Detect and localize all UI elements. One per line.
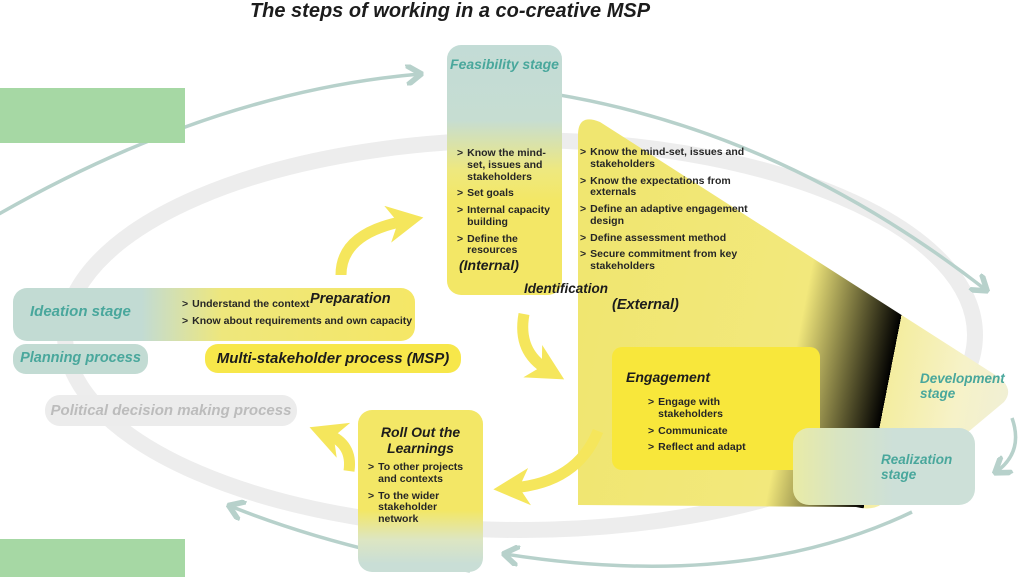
bullet-item: >To the wider stakeholder network <box>368 489 480 526</box>
bullet-item: >Define the resources <box>457 232 557 258</box>
msp-process-label: Multi-stakeholder process (MSP) <box>216 350 450 367</box>
ideation-stage-label: Ideation stage <box>30 303 131 320</box>
bullet-item: >Know about requirements and own capacit… <box>182 314 422 328</box>
bullet-marker: > <box>580 203 587 215</box>
bullet-marker: > <box>648 441 655 454</box>
ideation-preparation-strip: Ideation stage Preparation >Understand t… <box>13 288 415 341</box>
rollout-box: Roll Out the Learnings >To other project… <box>358 410 483 572</box>
green-bar-bottom <box>0 539 185 577</box>
bullet-item: >Set goals <box>457 187 557 200</box>
bullet-item: >Know the mind-set, issues and stakehold… <box>580 146 750 171</box>
political-process-box: Political decision making process <box>45 395 297 426</box>
realization-stage-label: Realization stage <box>881 452 953 482</box>
feasibility-internal-list: >Know the mind-set, issues and stakehold… <box>457 147 557 258</box>
bullet-item: >Know the expectations from externals <box>580 174 750 200</box>
engagement-box: Engagement >Engage with stakeholders>Com… <box>612 347 820 470</box>
bullet-item: >Reflect and adapt <box>648 441 778 454</box>
rollout-list: >To other projects and contexts>To the w… <box>368 461 480 526</box>
bullet-marker: > <box>182 298 189 310</box>
realization-stage-box: Realization stage <box>793 428 975 505</box>
political-process-label: Political decision making process <box>50 402 292 419</box>
bullet-marker: > <box>368 461 375 473</box>
arrow-feasibility-to-engagement <box>517 313 565 380</box>
rollout-title: Roll Out the Learnings <box>380 424 461 457</box>
bullet-item: >Engage with stakeholders <box>648 396 778 421</box>
bullet-text: Communicate <box>658 424 728 437</box>
bullet-marker: > <box>580 231 587 244</box>
bullet-text: Know the mind-set, issues and stakeholde… <box>467 147 546 183</box>
bullet-text: Reflect and adapt <box>658 441 746 454</box>
bullet-marker: > <box>580 248 587 261</box>
bullet-text: To other projects and contexts <box>378 461 464 485</box>
bullet-text: Set goals <box>467 187 514 200</box>
feasibility-stage-label: Feasibility stage <box>450 56 559 72</box>
bullet-marker: > <box>648 424 655 437</box>
bullet-marker: > <box>457 232 464 245</box>
bullet-marker: > <box>580 146 587 158</box>
internal-note: (Internal) <box>459 257 519 273</box>
arrow-rollout-to-preparation <box>309 422 356 472</box>
arrow-preparation-to-feasibility <box>335 205 424 276</box>
bullet-text: Know about requirements and own capacity <box>192 314 413 327</box>
preparation-list: >Understand the context>Know about requi… <box>182 298 422 328</box>
bullet-marker: > <box>457 147 464 159</box>
bullet-text: Understand the context <box>192 298 310 310</box>
identification-external-list: >Know the mind-set, issues and stakehold… <box>580 146 750 273</box>
bullet-text: Internal capacity building <box>467 204 551 228</box>
diagram-title: The steps of working in a co-creative MS… <box>249 0 651 22</box>
planning-process-box: Planning process <box>13 344 148 374</box>
preparation-title: Preparation <box>310 291 391 307</box>
bullet-text: To the wider stakeholder network <box>378 489 440 525</box>
bullet-text: Secure commitment from key stakeholders <box>590 248 738 272</box>
external-note: (External) <box>612 297 679 313</box>
bullet-item: >Secure commitment from key stakeholders <box>580 248 750 273</box>
bullet-text: Define the resources <box>467 232 518 257</box>
development-stage-label: Development stage <box>920 371 1005 401</box>
bullet-item: >Internal capacity building <box>457 204 557 229</box>
bullet-marker: > <box>368 489 375 502</box>
planning-process-label: Planning process <box>20 350 141 367</box>
development-to-realization-arrow <box>996 417 1018 472</box>
arrow-engagement-to-rollout <box>493 428 604 506</box>
bullet-item: >Know the mind-set, issues and stakehold… <box>457 147 557 183</box>
bullet-text: Know the expectations from externals <box>590 174 731 199</box>
bullet-marker: > <box>182 314 189 327</box>
bullet-text: Define assessment method <box>590 231 727 244</box>
bullet-marker: > <box>580 174 587 187</box>
bullet-marker: > <box>457 187 464 200</box>
bullet-item: >Understand the context <box>182 298 422 311</box>
bullet-text: Define an adaptive engagement design <box>590 203 748 227</box>
green-bar-top <box>0 88 185 143</box>
msp-process-box: Multi-stakeholder process (MSP) <box>205 344 461 373</box>
bullet-marker: > <box>648 396 655 408</box>
bullet-item: >Define assessment method <box>580 231 750 245</box>
feasibility-stage-box: Feasibility stage >Know the mind-set, is… <box>447 45 562 295</box>
identification-title: Identification <box>524 281 608 296</box>
bullet-item: >Define an adaptive engagement design <box>580 203 750 228</box>
engagement-title: Engagement <box>626 369 711 385</box>
bullet-text: Know the mind-set, issues and stakeholde… <box>590 146 745 170</box>
bullet-item: >Communicate <box>648 424 778 438</box>
planning-arc-bottom-right <box>505 510 913 568</box>
bullet-text: Engage with stakeholders <box>658 396 723 420</box>
planning-arc-top-left <box>0 74 420 216</box>
bullet-item: >To other projects and contexts <box>368 461 480 486</box>
engagement-list: >Engage with stakeholders>Communicate>Re… <box>648 396 778 454</box>
bullet-marker: > <box>457 204 464 216</box>
